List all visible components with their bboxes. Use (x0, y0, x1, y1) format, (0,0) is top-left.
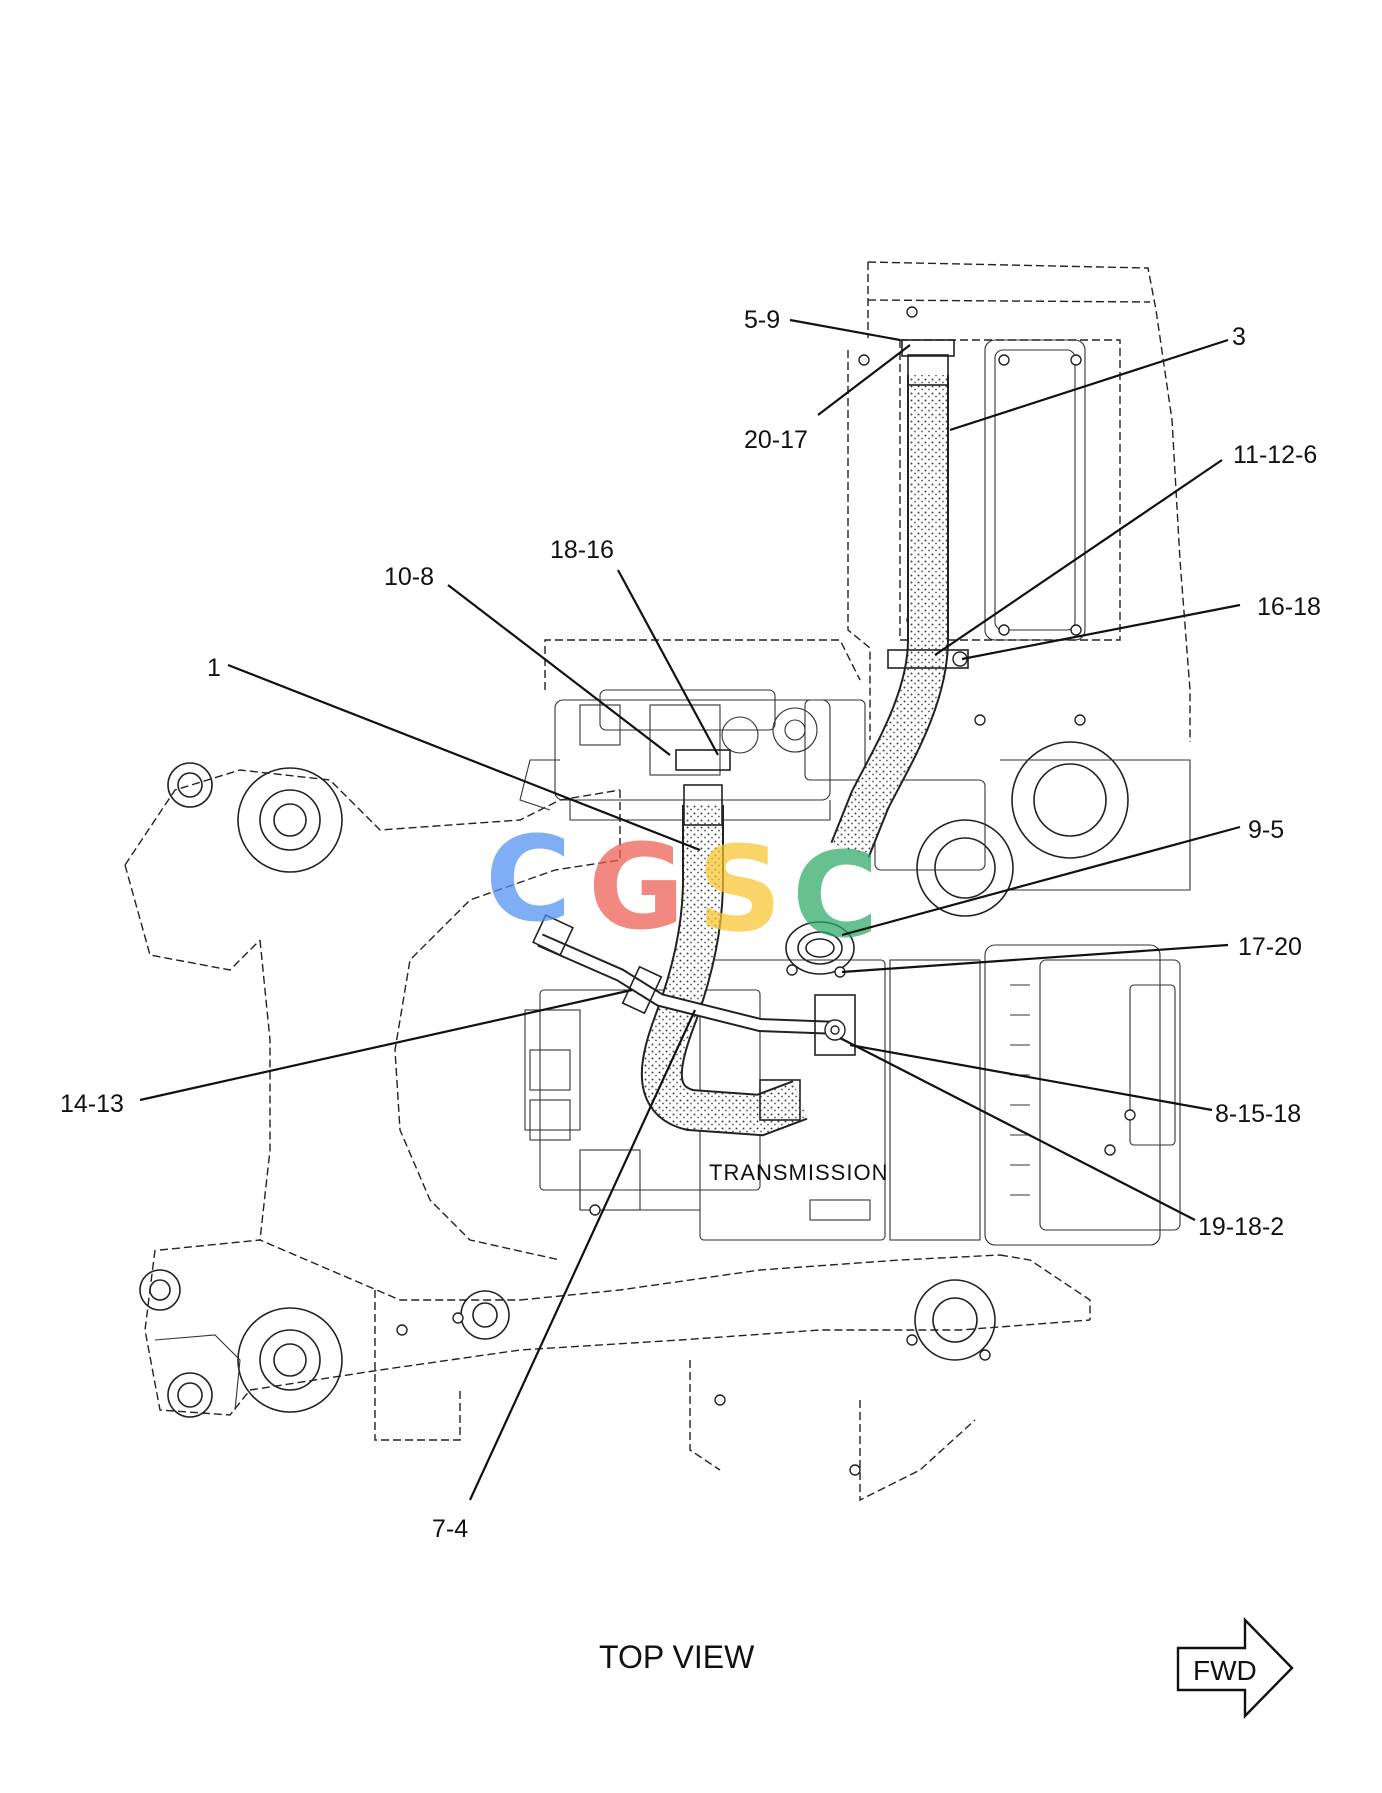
callout-16-18: 16-18 (1257, 593, 1321, 621)
callout-20-17: 20-17 (744, 426, 808, 454)
tube-14 (532, 914, 856, 1056)
callout-8-15-18: 8-15-18 (1215, 1100, 1301, 1128)
transmission: TRANSMISSION (699, 944, 1181, 1246)
watermark-letter-c2: C (792, 826, 879, 964)
hose-1 (640, 749, 808, 1137)
callout-19-18-2: 19-18-2 (1198, 1213, 1284, 1241)
watermark: C G S C (485, 810, 879, 964)
fwd-arrow-icon: FWD (1176, 1617, 1294, 1719)
transmission-label: TRANSMISSION (709, 1160, 888, 1185)
watermark-letter-s: S (697, 820, 782, 958)
leader-lines (139, 318, 1241, 1501)
valve-block (519, 639, 866, 821)
callout-18-16: 18-16 (550, 536, 614, 564)
fwd-label: FWD (1193, 1655, 1257, 1686)
view-caption: TOP VIEW (599, 1639, 755, 1675)
callout-9-5: 9-5 (1248, 816, 1284, 844)
callout-5-9: 5-9 (744, 306, 780, 334)
callout-14-13: 14-13 (60, 1090, 124, 1118)
callout-3: 3 (1232, 323, 1246, 351)
callout-labels: 5-9 3 20-17 11-12-6 18-16 10-8 16-18 1 9… (60, 306, 1321, 1543)
callout-1: 1 (207, 654, 221, 682)
hose-3 (830, 339, 969, 858)
callout-11-12-6: 11-12-6 (1233, 441, 1317, 469)
callout-10-8: 10-8 (384, 563, 434, 591)
watermark-letter-g: G (588, 818, 685, 956)
watermark-letter-c: C (485, 810, 572, 948)
machine-frame (124, 261, 1191, 1502)
callout-17-20: 17-20 (1238, 933, 1302, 961)
elbow-fitting-9 (785, 921, 855, 978)
callout-7-4: 7-4 (432, 1515, 468, 1543)
